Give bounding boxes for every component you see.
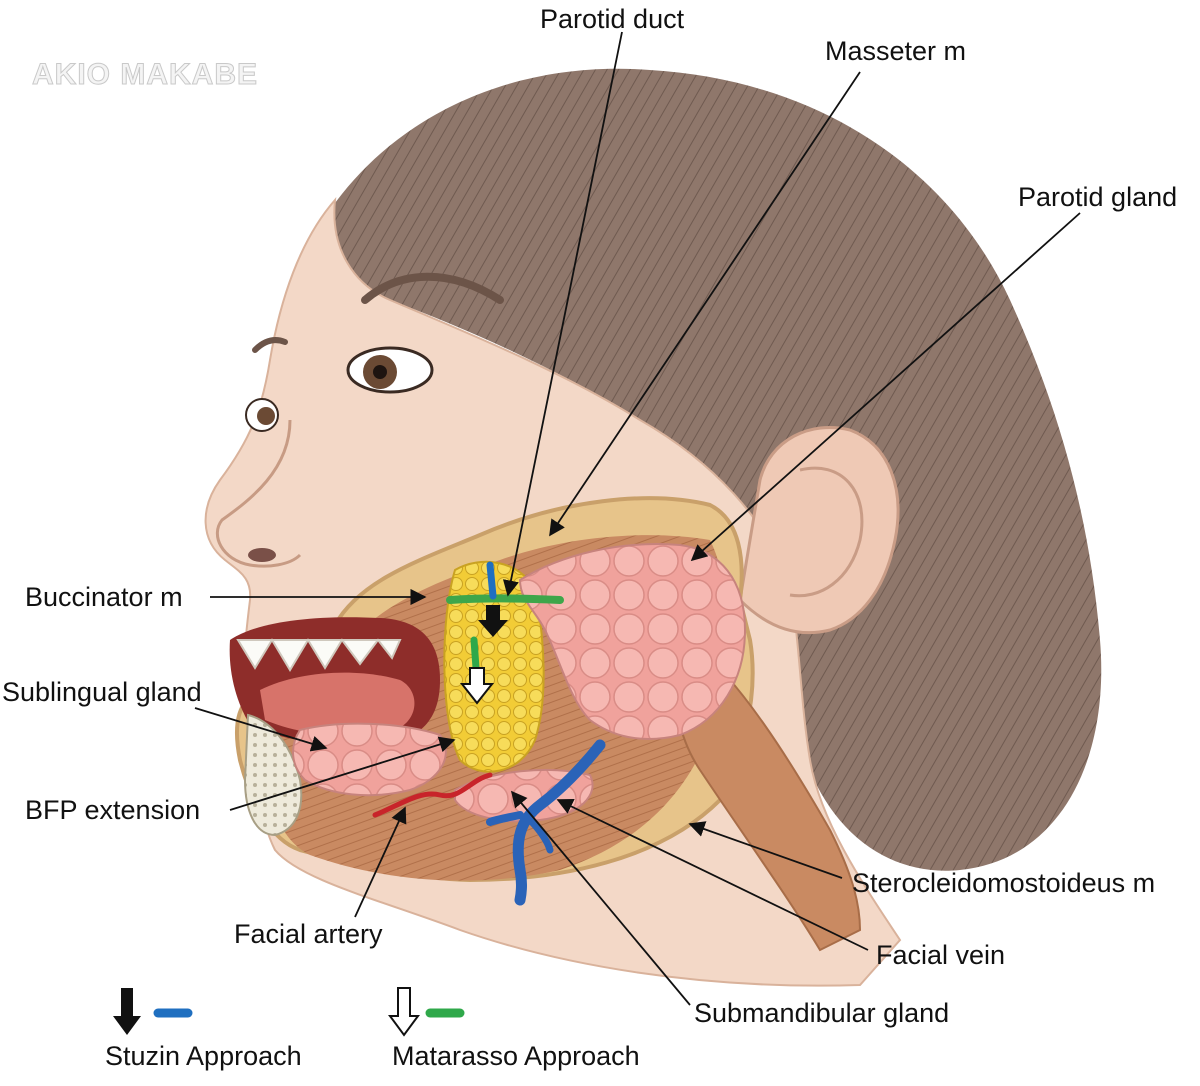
stuzin-marker-arrow — [478, 605, 508, 637]
legend-matarasso-label: Matarasso Approach — [392, 1041, 640, 1071]
leader-parotid-gland — [690, 212, 1081, 562]
leader-sublingual — [194, 707, 328, 752]
stuzin-marker-line — [486, 561, 497, 600]
label-submandibular-gland: Submandibular gland — [694, 998, 950, 1028]
buccal-fat-pad — [443, 560, 545, 773]
hair — [328, 68, 1102, 871]
label-facial-vein: Facial vein — [876, 940, 1006, 970]
leader-facial-artery — [354, 806, 407, 918]
label-facial-artery: Facial artery — [234, 919, 383, 949]
watermark: AKIO MAKABE — [32, 58, 258, 92]
upper-teeth — [236, 638, 402, 672]
legend-matarasso-arrow — [388, 987, 420, 1037]
leader-scm — [688, 821, 843, 879]
ear — [738, 425, 900, 635]
leader-lines — [194, 31, 1081, 1006]
legend-stuzin-arrow — [113, 988, 141, 1035]
nose — [215, 419, 302, 568]
leader-facial-vein — [556, 799, 869, 951]
eyebrow-far — [252, 337, 288, 353]
leader-bfp — [229, 736, 456, 811]
sublingual-gland — [292, 722, 447, 797]
label-sternocleidomastoideus: Sterocleidomostoideus m — [852, 868, 1156, 898]
matarasso-marker-line — [470, 636, 480, 672]
label-buccinator: Buccinator m — [25, 582, 183, 612]
leader-submandibular — [510, 790, 691, 1006]
label-bfp-extension: BFP extension — [25, 795, 201, 825]
leader-masseter — [549, 71, 861, 537]
label-masseter: Masseter m — [825, 36, 967, 66]
matarasso-marker-arrow — [459, 667, 495, 705]
label-parotid-duct: Parotid duct — [540, 4, 685, 34]
label-parotid-gland: Parotid gland — [1018, 182, 1178, 212]
sternocleidomastoid-muscle — [675, 638, 862, 952]
parotid-duct — [446, 594, 564, 604]
facial-artery — [372, 772, 493, 818]
leader-parotid-duct — [502, 31, 623, 597]
legend-stuzin-label: Stuzin Approach — [105, 1041, 302, 1071]
eyebrow — [361, 272, 504, 304]
tongue — [260, 672, 415, 736]
facial-vein — [512, 739, 606, 906]
parotid-gland — [518, 543, 747, 741]
label-sublingual-gland: Sublingual gland — [2, 677, 202, 707]
